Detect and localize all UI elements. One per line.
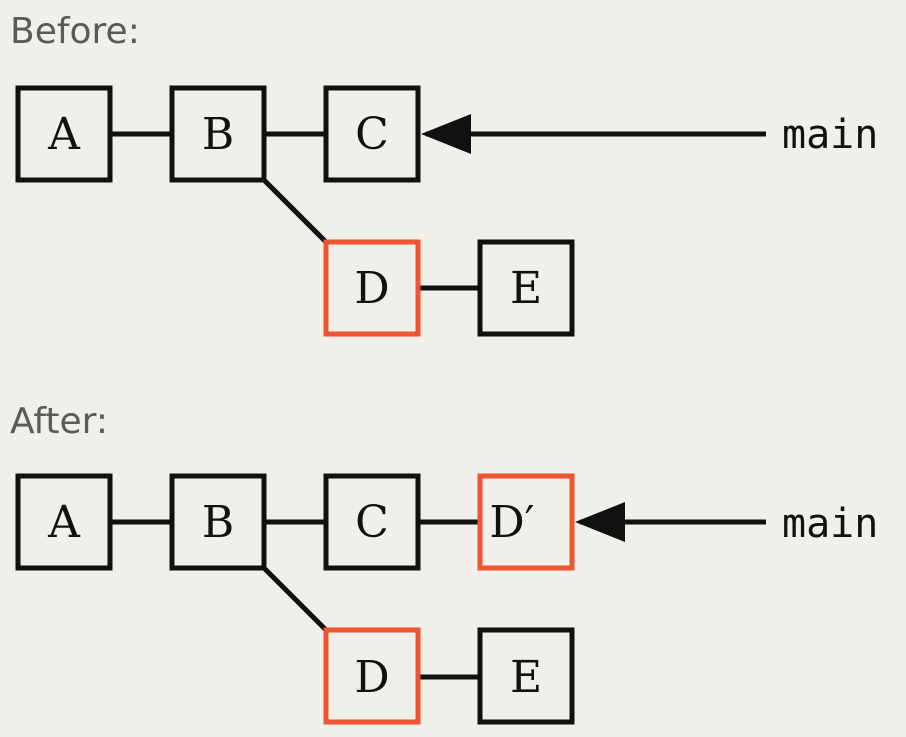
commit-node-d-prime[interactable]: D′ xyxy=(477,473,575,571)
commit-label-d: D xyxy=(354,263,389,314)
commit-label-c: C xyxy=(355,497,389,548)
commit-node-e[interactable]: E xyxy=(477,627,575,725)
commit-node-a[interactable]: A xyxy=(15,85,113,183)
commit-label-a: A xyxy=(47,109,81,160)
commit-label-c: C xyxy=(355,109,389,160)
after-graph: A B C D′ D E main xyxy=(15,473,878,725)
commit-label-b: B xyxy=(202,497,234,548)
commit-label-a: A xyxy=(47,497,81,548)
edge-b-d xyxy=(262,566,328,632)
commit-label-b: B xyxy=(202,109,234,160)
commit-node-b[interactable]: B xyxy=(169,473,267,571)
before-graph: A B C D E main xyxy=(15,85,878,337)
before-heading: Before: xyxy=(10,11,140,52)
after-heading: After: xyxy=(10,401,108,442)
commit-node-d[interactable]: D xyxy=(323,239,421,337)
main-ref-label[interactable]: main xyxy=(782,501,878,547)
main-ref-label[interactable]: main xyxy=(782,112,878,158)
edge-b-d xyxy=(262,178,328,244)
commit-label-d: D xyxy=(354,652,389,703)
commit-node-c[interactable]: C xyxy=(323,85,421,183)
commit-label-d-prime: D′ xyxy=(489,497,534,548)
commit-node-e[interactable]: E xyxy=(477,239,575,337)
commit-node-c[interactable]: C xyxy=(323,473,421,571)
commit-node-a[interactable]: A xyxy=(15,473,113,571)
commit-node-d[interactable]: D xyxy=(323,627,421,725)
commit-label-e: E xyxy=(510,263,542,314)
commit-node-b[interactable]: B xyxy=(169,85,267,183)
commit-label-e: E xyxy=(510,652,542,703)
